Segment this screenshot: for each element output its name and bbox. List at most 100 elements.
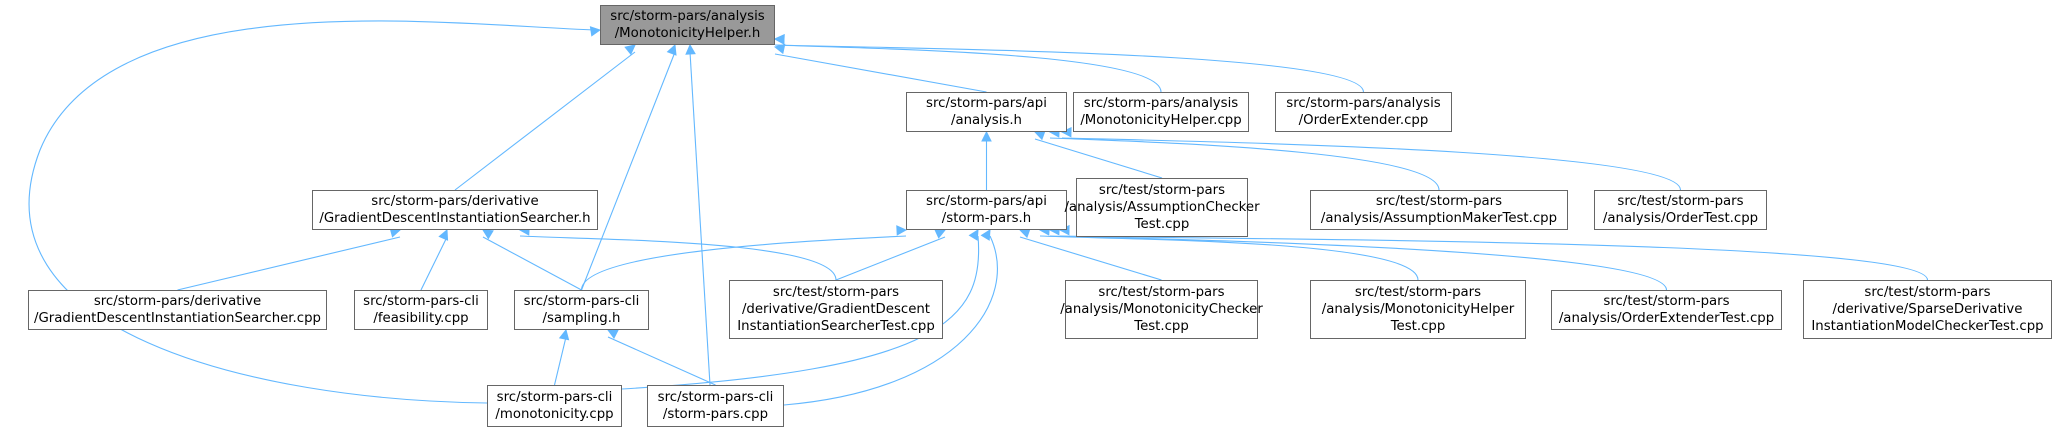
graph-node-order-test[interactable]: src/test/storm-pars/analysis/OrderTest.c…	[1594, 190, 1767, 230]
graph-node-label-line: /analysis/MonotonicityHelper	[1321, 302, 1515, 317]
graph-node-label: src/storm-pars/derivative/GradientDescen…	[319, 193, 590, 227]
graph-node-label-line: /OrderExtender.cpp	[1298, 113, 1429, 128]
graph-node-label-line: /analysis/AssumptionMakerTest.cpp	[1320, 211, 1558, 226]
graph-node-label-line: /GradientDescentInstantiationSearcher.h	[319, 211, 591, 226]
graph-node-label-line: /analysis/AssumptionChecker	[1064, 200, 1260, 215]
graph-node-label-line: src/test/storm-pars	[1603, 294, 1730, 309]
graph-node-label: src/test/storm-pars/analysis/OrderTest.c…	[1603, 193, 1758, 227]
edge-mono_helper_test-to-api_stormpars	[1039, 235, 1419, 281]
graph-node-stormpars-cpp[interactable]: src/storm-pars-cli/storm-pars.cpp	[647, 385, 784, 427]
graph-node-label: src/storm-pars/derivative/GradientDescen…	[34, 293, 321, 327]
edge-sparse_deriv_test-to-api_stormpars	[1059, 235, 1929, 281]
graph-node-label-line: src/storm-pars/derivative	[371, 194, 539, 209]
graph-node-label: src/test/storm-pars/analysis/AssumptionC…	[1064, 182, 1259, 233]
graph-node-label-line: /monotonicity.cpp	[495, 407, 614, 422]
graph-node-orderextender-cpp[interactable]: src/storm-pars/analysis/OrderExtender.cp…	[1275, 92, 1452, 132]
arrowhead-orderextender_cpp-to-root	[773, 33, 785, 45]
graph-node-gdis-test[interactable]: src/test/storm-pars/derivative/GradientD…	[729, 280, 943, 339]
arrowhead-monotonicity_cpp-to-api_stormpars	[968, 229, 979, 241]
edge-order_test-to-api_analysis	[1061, 137, 1682, 191]
graph-node-label: src/storm-pars/analysis/OrderExtender.cp…	[1286, 95, 1440, 129]
edge-api_analysis-to-root	[774, 53, 987, 93]
graph-node-label-line: /derivative/SparseDerivative	[1832, 302, 2023, 317]
edge-sampling-to-gdis_h	[482, 236, 582, 291]
graph-node-label: src/test/storm-pars/analysis/Monotonicit…	[1060, 284, 1263, 335]
edge-feasibility-to-gdis_h	[420, 236, 448, 291]
graph-node-label-line: /analysis/OrderTest.cpp	[1602, 211, 1759, 226]
graph-node-label-line: /storm-pars.cpp	[662, 407, 769, 422]
graph-node-label-line: src/storm-pars/analysis	[610, 9, 765, 24]
graph-node-assumption-checker-test[interactable]: src/test/storm-pars/analysis/AssumptionC…	[1064, 178, 1260, 237]
arrowhead-sampling-to-api_stormpars	[896, 225, 908, 236]
graph-node-label: src/storm-pars-cli/storm-pars.cpp	[658, 389, 774, 423]
edge-monotonicity_cpp-to-sampling	[553, 336, 567, 386]
arrowhead-sampling-to-root	[666, 43, 677, 56]
edge-sampling-to-api_stormpars	[580, 235, 907, 291]
edge-gdis_cpp-to-gdis_h	[177, 236, 401, 291]
graph-node-monotonicity-cpp[interactable]: src/storm-pars-cli/monotonicity.cpp	[487, 385, 622, 427]
arrowhead-api_stormpars-to-api_analysis	[981, 130, 992, 142]
graph-node-label: src/test/storm-pars/derivative/GradientD…	[737, 284, 935, 335]
graph-node-label: src/storm-pars-cli/sampling.h	[524, 293, 640, 327]
graph-node-label-line: Test.cpp	[1390, 319, 1446, 334]
edge-mono_checker_test-to-api_stormpars	[1019, 236, 1162, 281]
graph-node-label-line: src/test/storm-pars	[1617, 194, 1744, 209]
edge-gdis_test-to-gdis_h	[519, 235, 837, 281]
graph-node-label-line: src/storm-pars-cli	[496, 390, 613, 405]
edge-monohelper_cpp-to-root	[774, 44, 1162, 93]
graph-node-gdis-h[interactable]: src/storm-pars/derivative/GradientDescen…	[312, 190, 598, 230]
graph-node-label-line: src/storm-pars/api	[926, 194, 1047, 209]
graph-node-label: src/storm-pars/analysis/MonotonicityHelp…	[1080, 95, 1241, 129]
graph-node-label-line: src/test/storm-pars	[772, 285, 900, 300]
graph-node-label-line: src/storm-pars-cli	[657, 390, 774, 405]
graph-node-sparse-deriv-test[interactable]: src/test/storm-pars/derivative/SparseDer…	[1803, 280, 2052, 339]
edge-monotonicity_cpp-to-root	[28, 20, 595, 404]
graph-node-label-line: /GradientDescentInstantiationSearcher.cp…	[34, 311, 321, 326]
edge-layer	[28, 20, 1929, 406]
graph-node-order-extender-test[interactable]: src/test/storm-pars/analysis/OrderExtend…	[1551, 290, 1782, 330]
graph-node-label-line: src/test/storm-pars	[1098, 285, 1225, 300]
graph-node-label-line: src/storm-pars/api	[926, 96, 1047, 111]
graph-node-api-analysis[interactable]: src/storm-pars/api/analysis.h	[906, 92, 1067, 132]
arrowhead-mono_checker_test-to-api_stormpars	[1018, 228, 1031, 239]
graph-node-label-line: /MonotonicityHelper.h	[614, 26, 761, 41]
graph-node-label: src/test/storm-pars/analysis/OrderExtend…	[1559, 293, 1774, 327]
graph-node-label-line: /storm-pars.h	[941, 211, 1032, 226]
edge-gdis_h-to-root	[454, 51, 636, 191]
edge-stormpars_cpp-to-root	[689, 51, 711, 386]
graph-node-label-line: /analysis.h	[951, 113, 1022, 128]
graph-node-label-line: src/storm-pars-cli	[363, 294, 479, 309]
edge-assumption_maker_test-to-api_analysis	[1049, 137, 1440, 191]
graph-node-label-line: InstantiationModelCheckerTest.cpp	[1811, 319, 2044, 334]
arrowhead-stormpars_cpp-to-sampling	[607, 329, 619, 340]
arrowhead-gdis_h-to-root	[624, 44, 636, 56]
arrowhead-sampling-to-gdis_h	[482, 229, 494, 240]
edge-sampling-to-root	[580, 51, 676, 291]
graph-node-label: src/storm-pars/api/storm-pars.h	[926, 193, 1047, 227]
graph-node-label: src/storm-pars/api/analysis.h	[926, 95, 1047, 129]
graph-node-sampling[interactable]: src/storm-pars-cli/sampling.h	[514, 290, 649, 330]
arrowhead-stormpars_cpp-to-root	[685, 43, 696, 55]
graph-node-mono-helper-test[interactable]: src/test/storm-pars/analysis/Monotonicit…	[1310, 280, 1526, 339]
edge-stormpars_cpp-to-sampling	[607, 336, 716, 386]
graph-node-monohelper-cpp[interactable]: src/storm-pars/analysis/MonotonicityHelp…	[1073, 92, 1249, 132]
graph-node-mono-checker-test[interactable]: src/test/storm-pars/analysis/Monotonicit…	[1060, 280, 1263, 339]
graph-node-label-line: InstantiationSearcherTest.cpp	[737, 319, 935, 334]
arrowhead-monotonicity_cpp-to-sampling	[558, 328, 570, 341]
graph-node-feasibility[interactable]: src/storm-pars-cli/feasibility.cpp	[354, 290, 488, 330]
graph-node-label-line: src/storm-pars-cli	[523, 294, 640, 309]
arrowhead-assumption_checker_test-to-api_analysis	[1033, 130, 1046, 141]
graph-node-label-line: /feasibility.cpp	[373, 311, 469, 326]
graph-node-label-line: /analysis/OrderExtenderTest.cpp	[1558, 311, 1775, 326]
graph-node-assumption-maker-test[interactable]: src/test/storm-pars/analysis/AssumptionM…	[1310, 190, 1568, 230]
graph-node-label-line: src/storm-pars/analysis	[1083, 96, 1239, 111]
graph-node-gdis-cpp[interactable]: src/storm-pars/derivative/GradientDescen…	[28, 290, 327, 330]
graph-node-label-line: Test.cpp	[1134, 319, 1189, 334]
arrowhead-feasibility-to-gdis_h	[438, 228, 449, 241]
graph-node-api-stormpars[interactable]: src/storm-pars/api/storm-pars.h	[906, 190, 1067, 230]
graph-node-label-line: /analysis/MonotonicityChecker	[1060, 302, 1263, 317]
graph-node-root: src/storm-pars/analysis/MonotonicityHelp…	[600, 5, 775, 45]
graph-node-label-line: /MonotonicityHelper.cpp	[1080, 113, 1242, 128]
graph-node-label: src/storm-pars/analysis/MonotonicityHelp…	[610, 8, 764, 42]
